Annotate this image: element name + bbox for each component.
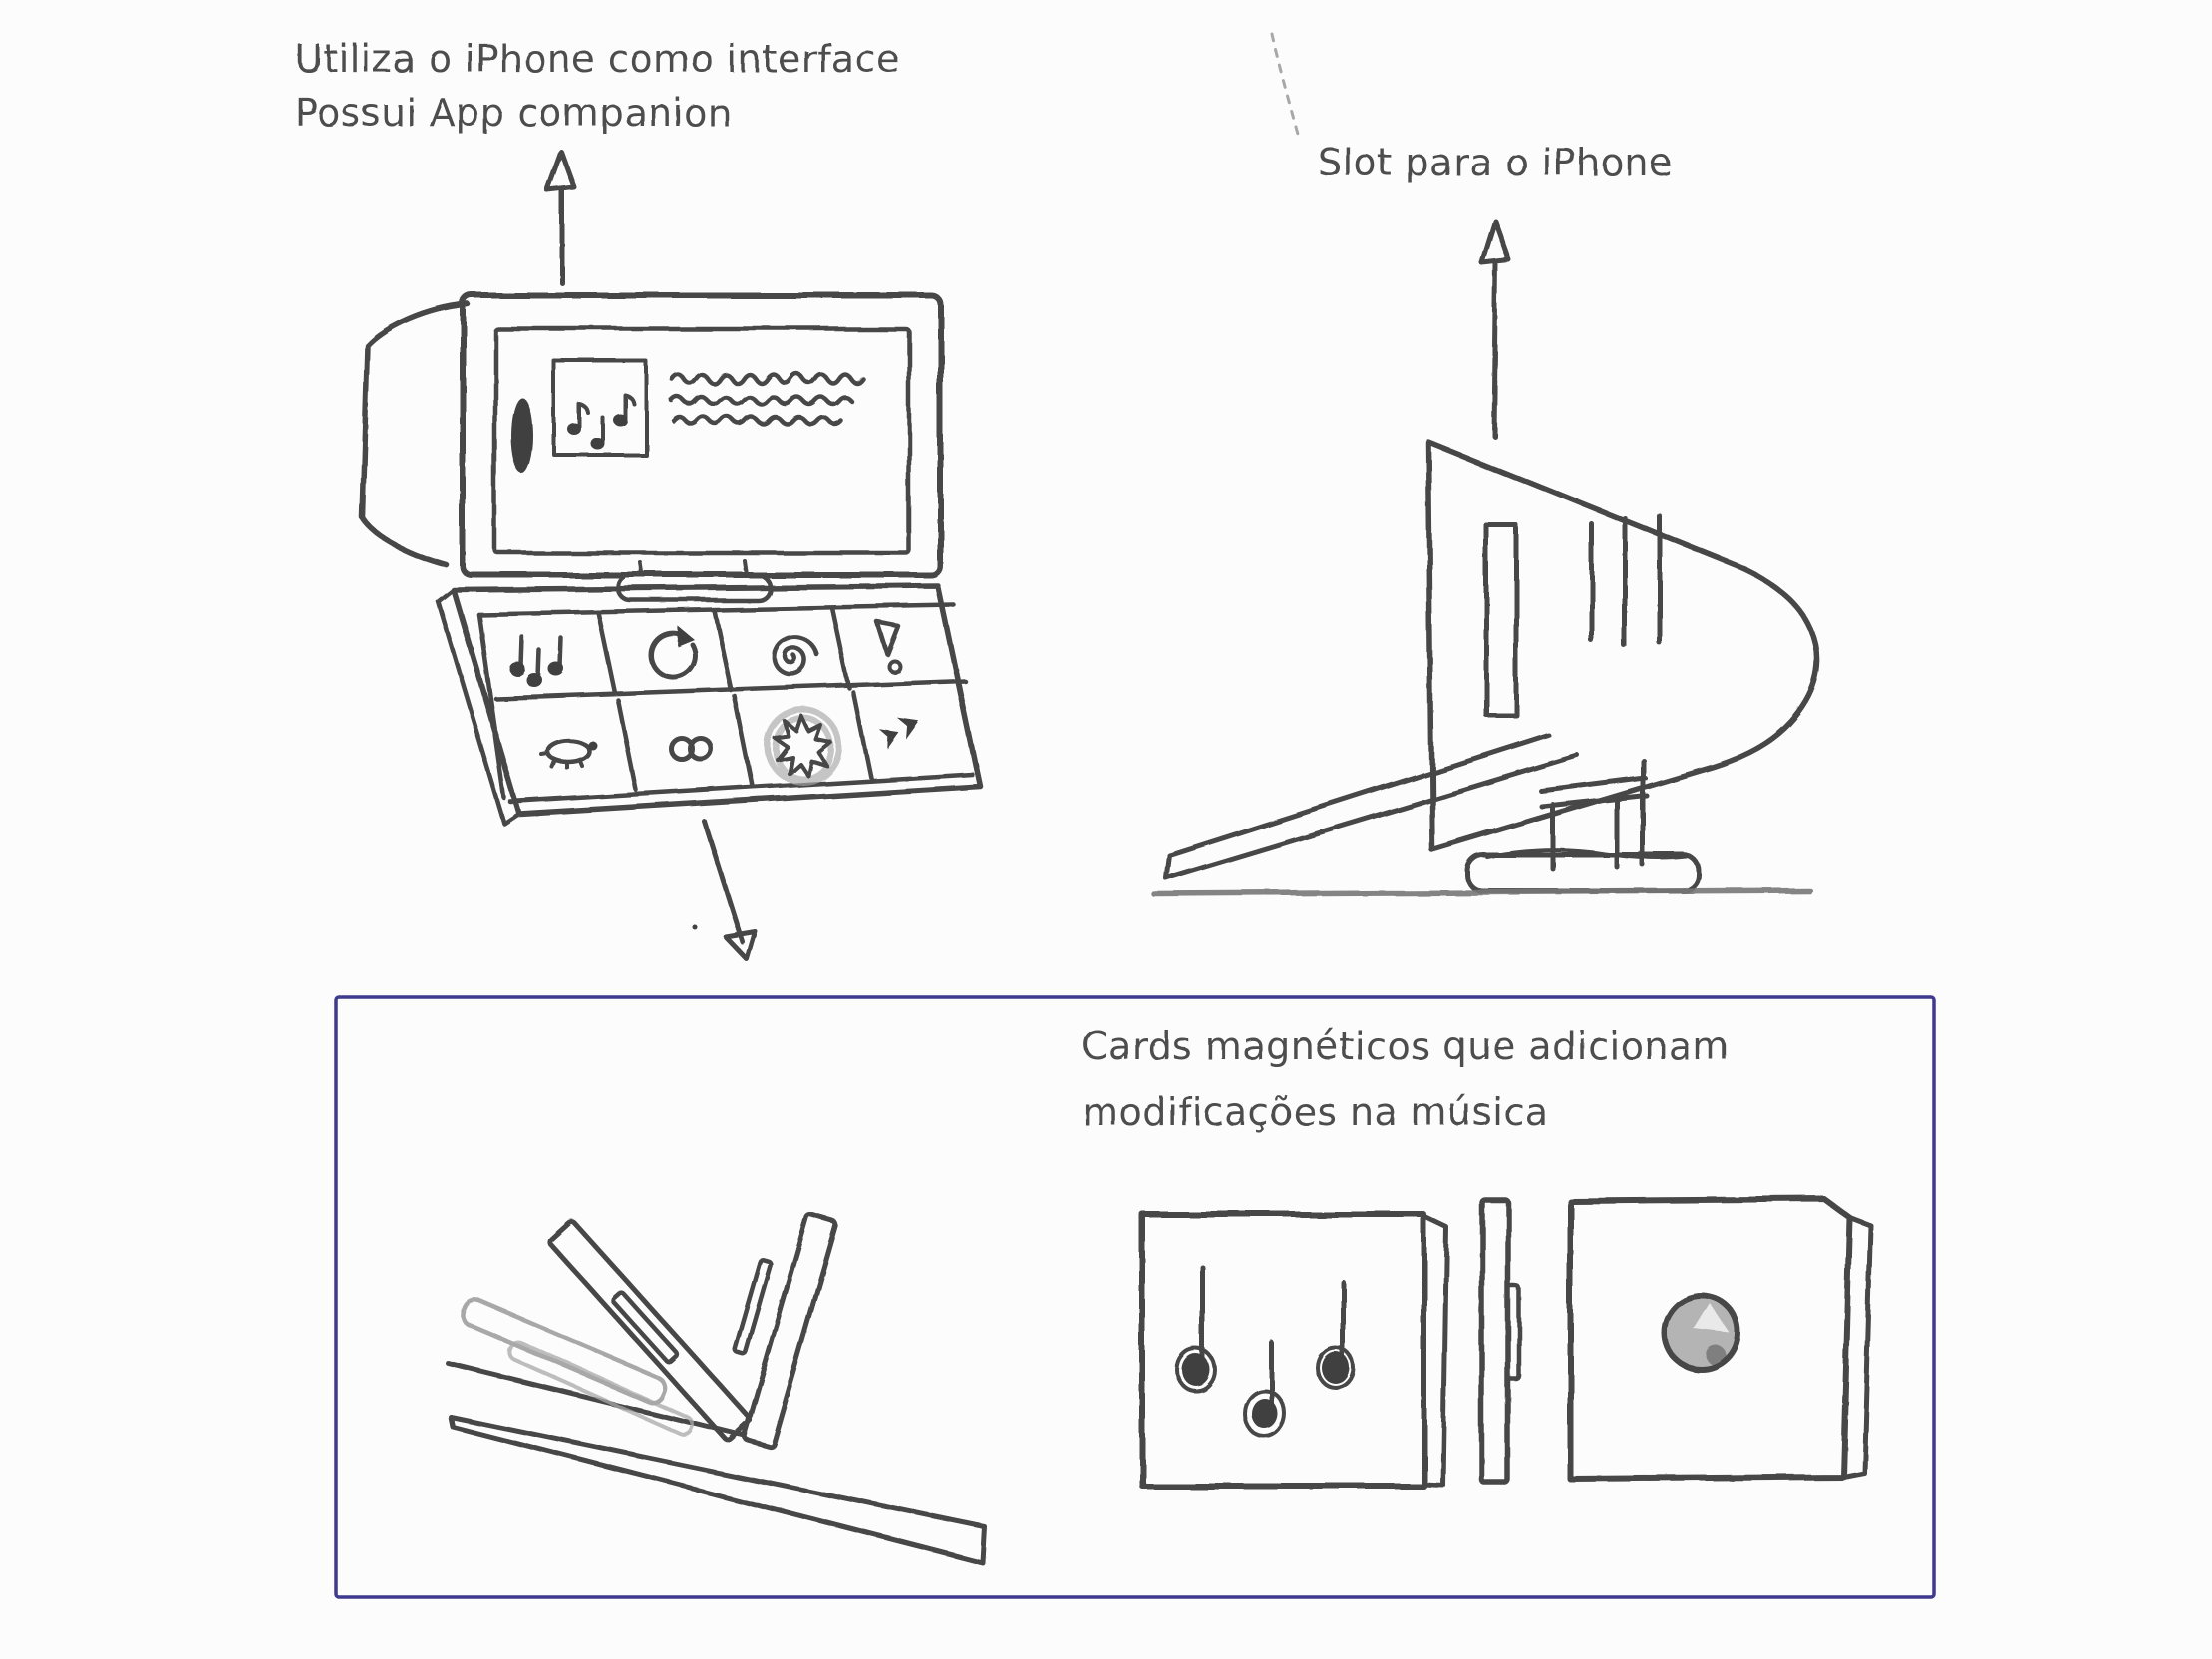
note-1 <box>1175 1265 1217 1393</box>
side-view-ramp <box>1163 732 1580 881</box>
card-being-inserted-1 <box>546 1219 754 1443</box>
loop-arrow-icon <box>648 626 698 680</box>
edge-on-card <box>1479 1197 1522 1486</box>
card-being-inserted-2 <box>732 1212 839 1450</box>
note-3 <box>1316 1279 1356 1390</box>
dot-highlight <box>1695 1304 1731 1334</box>
vent-lines <box>1588 513 1663 649</box>
tray-slab <box>448 1414 988 1566</box>
label-iphone-interface-line2: Possui App companion <box>295 91 732 135</box>
maple-leaf-icon <box>764 707 842 785</box>
grid-top-line <box>475 602 957 617</box>
grid-separators-bottom-row <box>615 689 874 793</box>
card-side-face <box>1421 1213 1449 1488</box>
pencil-smudge <box>1270 32 1301 140</box>
arrow-up-side-view <box>1479 218 1512 439</box>
label-iphone-interface-line1: Utiliza o iPhone como interface <box>295 37 900 81</box>
grid-separators-top-row <box>595 605 852 696</box>
exclamation-mark-icon <box>874 619 902 674</box>
spiral-icon <box>773 635 820 677</box>
label-iphone-slot: Slot para o iPhone <box>1318 141 1673 184</box>
ground-line <box>1151 887 1812 897</box>
label-magnetic-cards-line1: Cards magnéticos que adicionam <box>1082 1024 1730 1068</box>
music-notes-card <box>1139 1211 1449 1489</box>
device-back-housing <box>360 301 471 567</box>
magnetic-tab <box>610 1290 679 1364</box>
music-notes-icon <box>509 634 564 687</box>
card-side-face <box>1840 1215 1874 1480</box>
device-screen <box>460 292 943 578</box>
cards-insertion-sketch <box>445 1212 988 1566</box>
front-view-device <box>360 292 983 827</box>
magnetic-tab <box>1505 1283 1522 1382</box>
side-view-device <box>1151 439 1821 897</box>
grid-left-line <box>475 611 507 801</box>
magnetic-tab <box>732 1257 774 1356</box>
cards-panel-border <box>334 995 1936 1599</box>
music-notes-thumbnail-icon <box>567 393 636 450</box>
screen-text-waves <box>669 372 866 427</box>
note-2 <box>1242 1339 1286 1438</box>
album-thumbnail-box <box>552 359 648 457</box>
dot-outline <box>1662 1293 1741 1373</box>
device-head-profile <box>1425 439 1821 853</box>
tray-back-edge <box>445 1360 748 1439</box>
iphone-slot <box>1483 522 1519 718</box>
screen-speaker-blob <box>511 398 533 474</box>
label-magnetic-cards-line2: modificações na música <box>1082 1090 1549 1134</box>
hinge <box>615 559 773 603</box>
fast-forward-icon <box>879 718 920 750</box>
screen-bezel <box>492 326 912 556</box>
card-lying-flat <box>460 1298 695 1437</box>
turtle-icon <box>539 737 597 770</box>
dot-card <box>1567 1196 1874 1482</box>
infinity-icon <box>669 736 714 762</box>
magnetic-cards-sketch <box>1139 1196 1874 1489</box>
grid-bottom-line <box>507 771 975 805</box>
arrow-up-front-view <box>544 149 577 286</box>
arrow-down-to-cards <box>692 818 758 962</box>
card-tray <box>436 583 983 827</box>
